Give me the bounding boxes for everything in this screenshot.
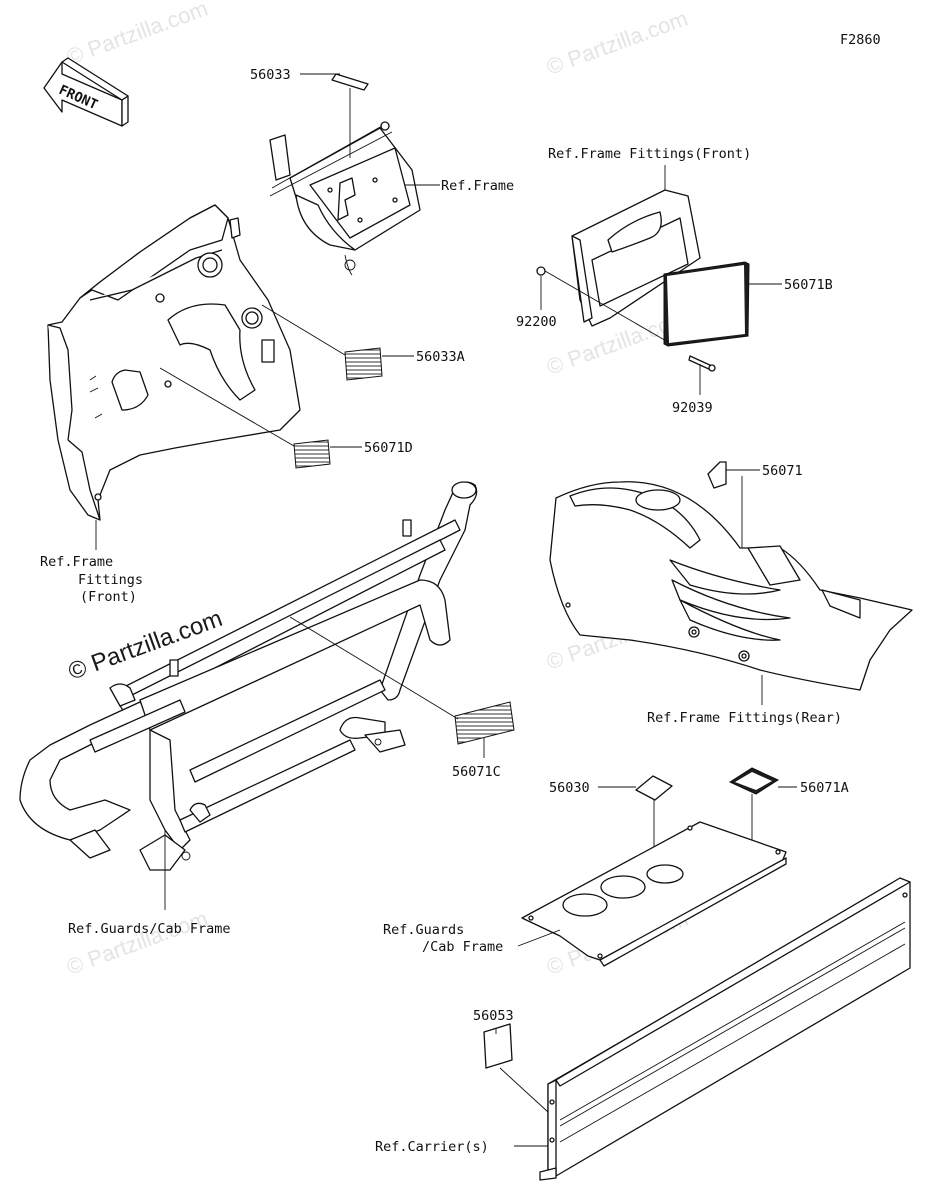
label-56033-sticker [331,73,369,91]
ref-frame-label: Ref.Frame [441,178,514,194]
label-56071-sticker [707,461,727,489]
part-number-56053: 56053 [473,1008,514,1024]
label-56071A-sticker [728,767,780,795]
label-56030-sticker [635,775,673,801]
ref-frame-fittings-front-left-2: Fittings [78,572,143,588]
part-number-56030: 56030 [549,780,590,796]
ref-guards-cab-frame-right-2: /Cab Frame [422,939,503,955]
label-56033A-sticker [344,347,383,381]
diagram-code: F2860 [840,32,881,48]
front-direction-arrow: FRONT [43,57,129,127]
ref-frame-fittings-front-left-1: Ref.Frame [40,554,113,570]
guards-cab-frame [19,481,478,880]
part-number-56071B: 56071B [784,277,833,293]
frame-fittings-front-panel [571,189,701,327]
rivet-92039 [688,355,716,372]
part-number-56033A: 56033A [416,349,465,365]
watermark: © Partzilla.com [543,6,691,80]
part-number-92039: 92039 [672,400,713,416]
carrier-side-panel [539,877,911,1181]
clip-92200 [536,266,546,276]
floor-panel [521,821,787,967]
ref-frame-bracket [269,121,421,276]
ref-guards-cab-frame-left-label: Ref.Guards/Cab Frame [68,921,231,937]
watermark: © Partzilla.com [63,0,211,70]
part-number-56071A: 56071A [800,780,849,796]
part-number-92200: 92200 [516,314,557,330]
frame-fittings-front-dash [47,204,301,521]
ref-frame-fittings-front-top-label: Ref.Frame Fittings(Front) [548,146,751,162]
ref-guards-cab-frame-right-1: Ref.Guards [383,922,464,938]
ref-frame-fittings-rear-label: Ref.Frame Fittings(Rear) [647,710,842,726]
label-56053-sticker [483,1023,513,1069]
part-number-56071D: 56071D [364,440,413,456]
part-number-56071: 56071 [762,463,803,479]
part-number-56033: 56033 [250,67,291,83]
label-56071C-sticker [454,701,515,745]
label-56071D-sticker [293,439,331,469]
ref-frame-fittings-front-left-3: (Front) [80,589,137,605]
frame-fittings-rear [549,481,913,691]
part-number-56071C: 56071C [452,764,501,780]
watermark: © Partzilla.com [63,906,211,980]
ref-carriers-label: Ref.Carrier(s) [375,1139,489,1155]
